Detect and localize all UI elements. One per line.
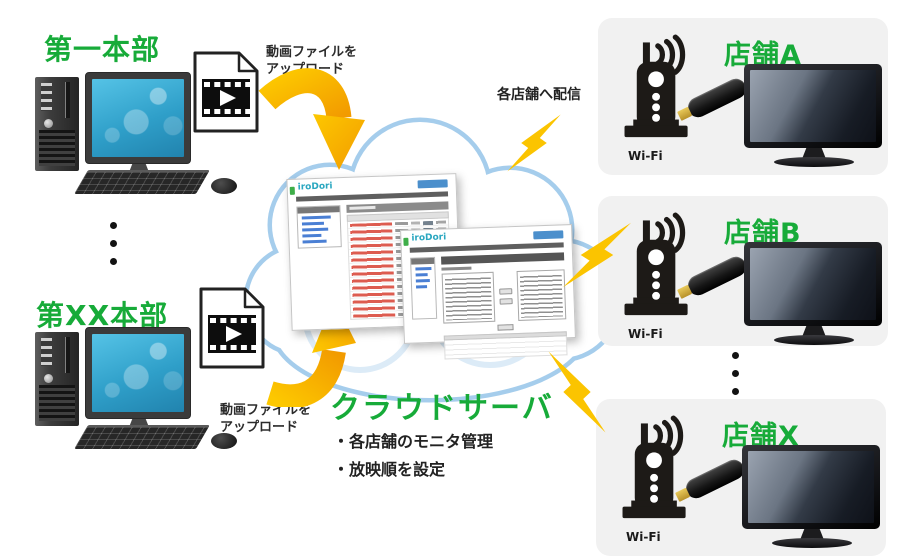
hq1-label: 第一本部: [44, 33, 161, 66]
pc-monitor-icon: [85, 72, 191, 164]
upload-note-bottom: 動画ファイルを アップロード: [220, 402, 311, 436]
cloud-bullet-1: ・各店舗のモニタ管理: [333, 432, 494, 451]
pc-monitor-icon: [85, 327, 191, 419]
pc-keyboard-icon: [74, 425, 210, 449]
app-logo: iroDori: [411, 232, 447, 244]
mini-button: [417, 179, 448, 189]
wifi-label: Wi-Fi: [626, 530, 661, 544]
tv-monitor-icon: [744, 242, 884, 346]
mini-listboxes: [441, 269, 567, 324]
wifi-router-icon: [622, 415, 686, 519]
store-panel-b: 店舗B Wi-Fi: [598, 196, 888, 346]
pc-tower-icon: [35, 332, 79, 426]
wifi-label: Wi-Fi: [628, 327, 663, 341]
cloud-bullet-2: ・放映順を設定: [333, 460, 446, 479]
desktop-pc-icon: [33, 72, 237, 200]
app-logo: iroDori: [297, 181, 333, 193]
wifi-label: Wi-Fi: [628, 149, 663, 163]
ellipsis-right: [732, 352, 739, 395]
pc-tower-icon: [35, 77, 79, 171]
upload-note-top-line1: 動画ファイルを: [266, 45, 358, 60]
video-file-icon: [193, 51, 259, 133]
lightning-bolt-c: [548, 351, 606, 433]
pc-mouse-icon: [211, 433, 237, 449]
upload-arrow-top: [258, 68, 365, 170]
mini-sidebar: [296, 205, 342, 249]
mini-button: [533, 230, 564, 240]
tv-monitor-icon: [742, 445, 882, 549]
lightning-bolt-a: [507, 114, 561, 172]
store-panel-a: 店舗A Wi-Fi: [598, 18, 888, 175]
wifi-router-icon: [624, 34, 688, 138]
cloud-server-title: クラウドサーバ: [330, 391, 554, 426]
hq2-label: 第XX本部: [36, 299, 169, 332]
video-file-icon-2: [199, 287, 265, 369]
desktop-pc-icon-2: [33, 327, 237, 455]
ellipsis-left: [110, 222, 117, 265]
mini-sidebar: [410, 256, 438, 320]
upload-note-bottom-line2: アップロード: [220, 420, 299, 435]
tv-monitor-icon: [744, 64, 884, 168]
pc-keyboard-icon: [74, 170, 210, 194]
lightning-bolt-b: [562, 222, 632, 288]
distribute-note: 各店舗へ配信: [497, 87, 581, 103]
wifi-router-icon: [624, 212, 688, 316]
cloud-app-screenshot-settings: iroDori: [400, 224, 576, 360]
store-panel-x: 店舗X Wi-Fi: [596, 399, 886, 556]
app-mascot-icon: [289, 186, 295, 195]
app-mascot-icon: [403, 237, 409, 246]
pc-mouse-icon: [211, 178, 237, 194]
